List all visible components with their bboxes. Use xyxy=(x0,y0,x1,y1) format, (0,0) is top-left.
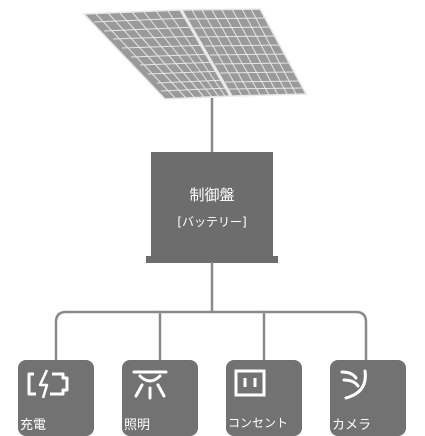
device-tile-lighting xyxy=(122,360,198,436)
control-panel-subtitle: [バッテリー] xyxy=(177,215,247,229)
solar-panel-left xyxy=(82,9,232,100)
device-label-charge: 充電 xyxy=(20,418,47,433)
battery-charging-icon xyxy=(27,369,69,399)
device-label-camera: カメラ xyxy=(332,418,372,433)
control-panel-base xyxy=(146,256,278,263)
ceiling-light-icon xyxy=(132,370,168,400)
device-label-outlet: コンセント xyxy=(228,416,289,430)
control-panel-box xyxy=(151,152,273,256)
control-panel-title: 制御盤 xyxy=(189,186,235,204)
solar-panel-array xyxy=(82,8,308,100)
device-label-lighting: 照明 xyxy=(124,418,151,433)
device-tile-charge xyxy=(18,360,94,436)
solar-panel-right xyxy=(180,8,308,97)
power-outlet-icon xyxy=(234,369,266,397)
distribution-wiring xyxy=(54,261,368,362)
camera-signal-icon xyxy=(340,369,367,400)
